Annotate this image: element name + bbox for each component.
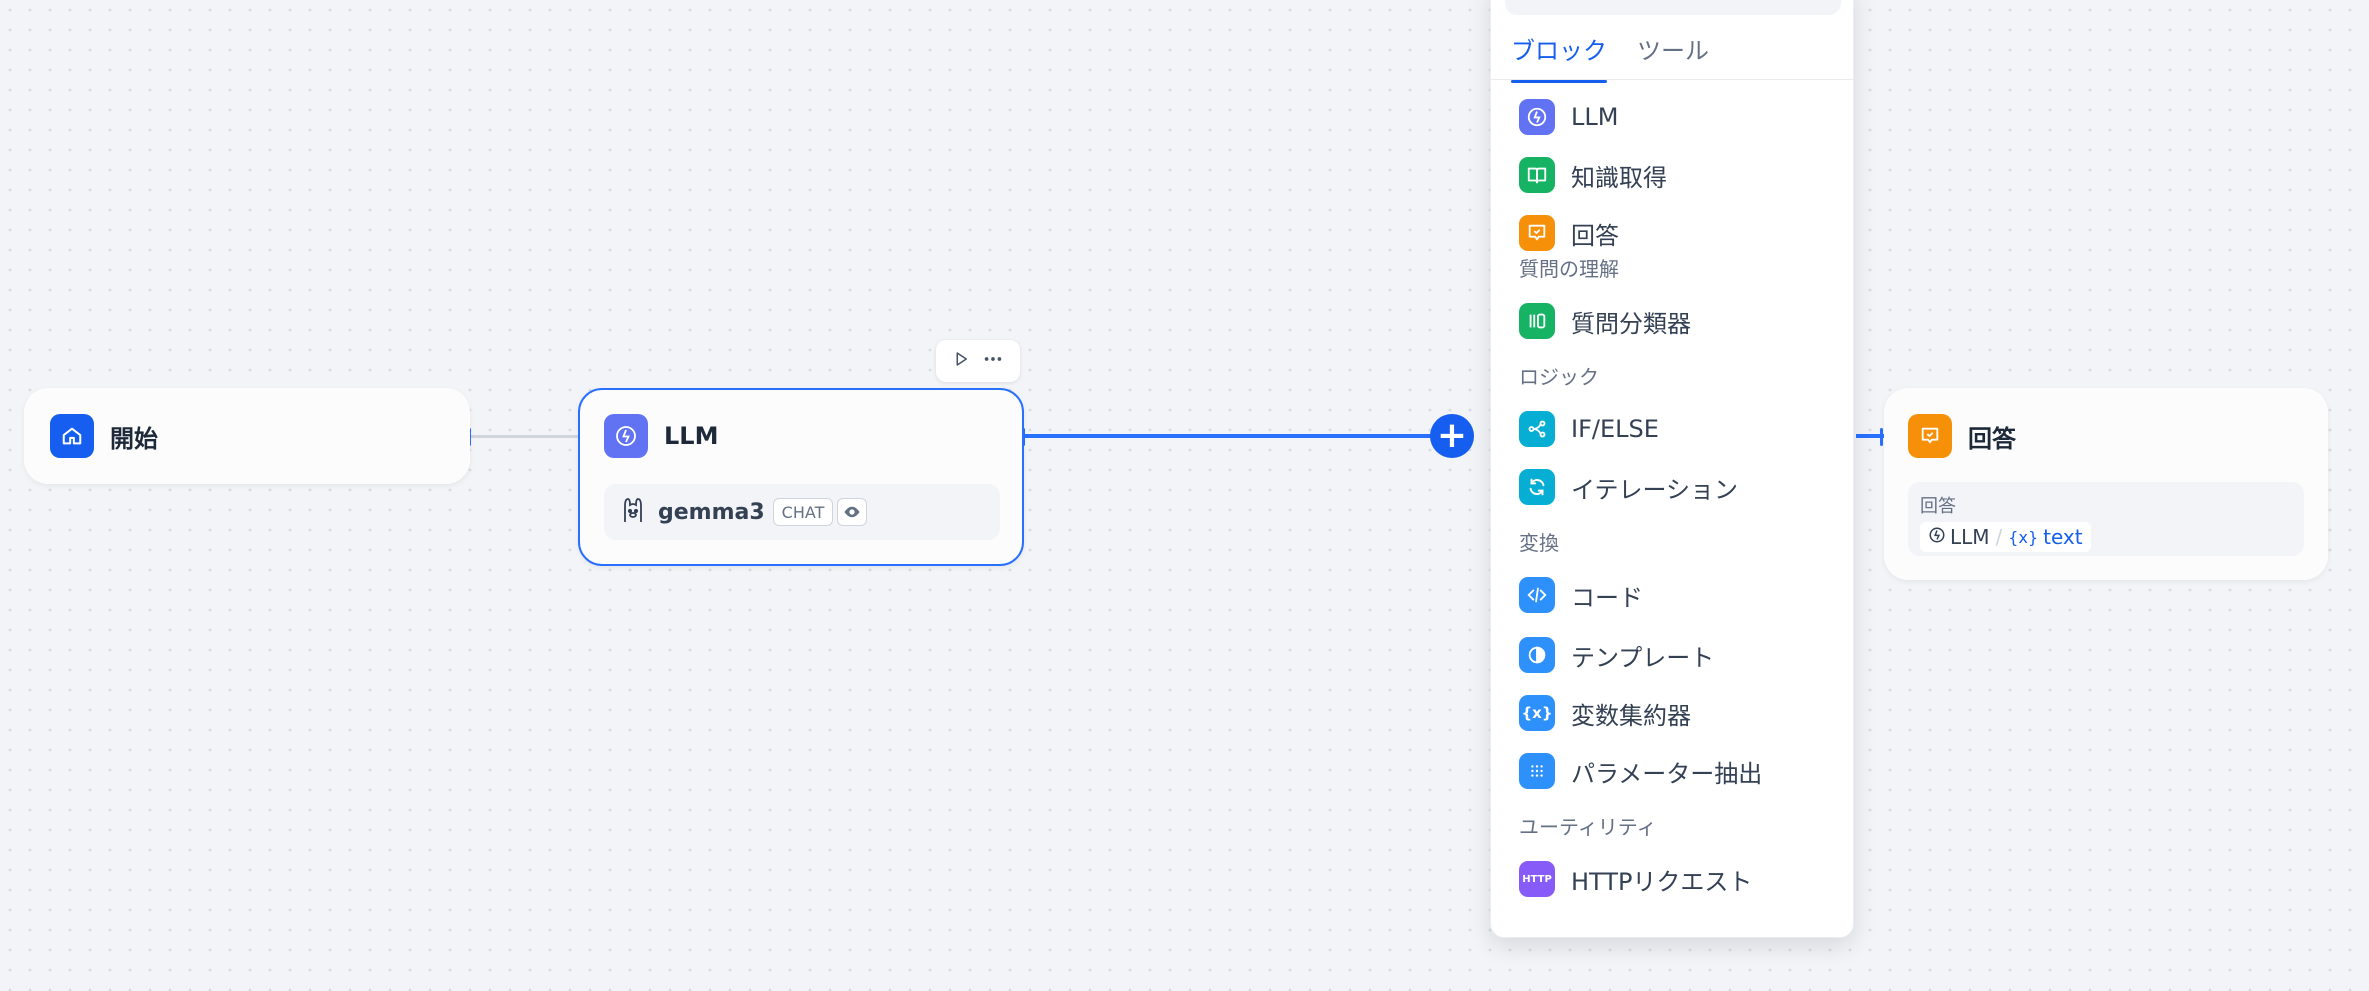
answer-node-title: 回答 — [1968, 424, 2016, 453]
start-node[interactable]: 開始 — [24, 388, 470, 484]
block-item-label: パラメーター抽出 — [1571, 759, 1763, 788]
branch-icon — [1519, 411, 1555, 447]
block-item-template[interactable]: テンプレート — [1519, 635, 1714, 675]
block-item-label: IF/ELSE — [1571, 415, 1659, 443]
block-item-variable-aggregator[interactable]: {x} 変数集約器 — [1519, 693, 1691, 733]
panel-tabs: ブロック ツール — [1511, 31, 1739, 83]
block-item-http-request[interactable]: HTTP HTTPリクエスト — [1519, 859, 1752, 899]
more-dots-icon[interactable] — [982, 348, 1004, 374]
eye-icon — [837, 498, 868, 526]
block-item-label: 質問分類器 — [1571, 309, 1691, 338]
plus-icon: + — [1436, 415, 1468, 456]
code-icon — [1519, 577, 1555, 613]
classifier-icon — [1519, 303, 1555, 339]
answer-icon — [1519, 215, 1555, 251]
answer-input-handle[interactable] — [1880, 428, 1883, 446]
block-item-parameter-extractor[interactable]: パラメーター抽出 — [1519, 751, 1762, 791]
mode-badge: CHAT — [772, 498, 834, 526]
tab-blocks[interactable]: ブロック — [1511, 31, 1607, 83]
var-separator: / — [1995, 525, 2003, 549]
section-title: ユーティリティ — [1519, 815, 1657, 839]
block-item-answer[interactable]: 回答 — [1519, 213, 1619, 253]
block-item-label: 変数集約器 — [1571, 701, 1691, 730]
llm-icon — [1519, 99, 1555, 135]
block-item-classifier[interactable]: 質問分類器 — [1519, 301, 1691, 341]
block-item-ifelse[interactable]: IF/ELSE — [1519, 409, 1659, 449]
var-name: text — [2043, 525, 2083, 549]
model-selector[interactable]: gemma3 CHAT — [604, 484, 1000, 540]
ollama-icon — [620, 496, 646, 528]
block-item-knowledge[interactable]: 知識取得 — [1519, 155, 1667, 195]
variable-icon: {x} — [1519, 695, 1555, 731]
var-node-name: LLM — [1950, 525, 1990, 549]
search-box[interactable] — [1505, 0, 1841, 15]
llm-node-title: LLM — [664, 422, 719, 450]
block-item-llm[interactable]: LLM — [1519, 97, 1618, 137]
block-selector-panel: ブロック ツール LLM 知識取得 回答 質問の理解 質問分類器 ロジック IF… — [1490, 0, 1854, 938]
model-name: gemma3 — [658, 499, 765, 525]
book-icon — [1519, 157, 1555, 193]
start-node-title: 開始 — [110, 424, 158, 453]
block-item-label: LLM — [1571, 103, 1619, 131]
edge-llm-answer-left — [1022, 434, 1432, 438]
variable-icon: {x} — [2008, 527, 2039, 547]
tab-tools[interactable]: ツール — [1637, 37, 1709, 65]
block-item-code[interactable]: コード — [1519, 575, 1643, 615]
answer-field[interactable]: 回答 LLM / {x} text — [1908, 482, 2304, 556]
add-node-button[interactable]: + — [1430, 414, 1474, 458]
block-item-iteration[interactable]: イテレーション — [1519, 467, 1738, 507]
node-toolbar — [936, 340, 1020, 382]
loop-icon — [1519, 469, 1555, 505]
block-item-label: イテレーション — [1571, 475, 1739, 504]
llm-small-icon — [1928, 525, 1946, 549]
http-icon: HTTP — [1519, 861, 1555, 897]
section-title: 質問の理解 — [1519, 257, 1619, 281]
answer-icon — [1908, 414, 1952, 458]
block-item-label: コード — [1571, 583, 1643, 612]
template-icon — [1519, 637, 1555, 673]
tab-divider — [1491, 79, 1853, 80]
block-item-label: HTTPリクエスト — [1571, 867, 1753, 896]
edge-start-llm — [470, 435, 580, 438]
answer-field-label: 回答 — [1920, 496, 1956, 517]
answer-node[interactable]: 回答 回答 LLM / {x} text — [1884, 388, 2328, 580]
variable-reference[interactable]: LLM / {x} text — [1920, 522, 2091, 552]
section-title: 変換 — [1519, 531, 1559, 555]
play-icon[interactable] — [952, 350, 970, 372]
section-title: ロジック — [1519, 365, 1599, 389]
llm-node[interactable]: LLM gemma3 CHAT — [578, 388, 1024, 566]
block-item-label: 回答 — [1571, 221, 1619, 250]
extract-icon — [1519, 753, 1555, 789]
block-item-label: テンプレート — [1571, 643, 1715, 672]
block-item-label: 知識取得 — [1571, 163, 1667, 192]
home-icon — [50, 414, 94, 458]
edge-llm-answer-right — [1856, 434, 1884, 438]
llm-icon — [604, 414, 648, 458]
